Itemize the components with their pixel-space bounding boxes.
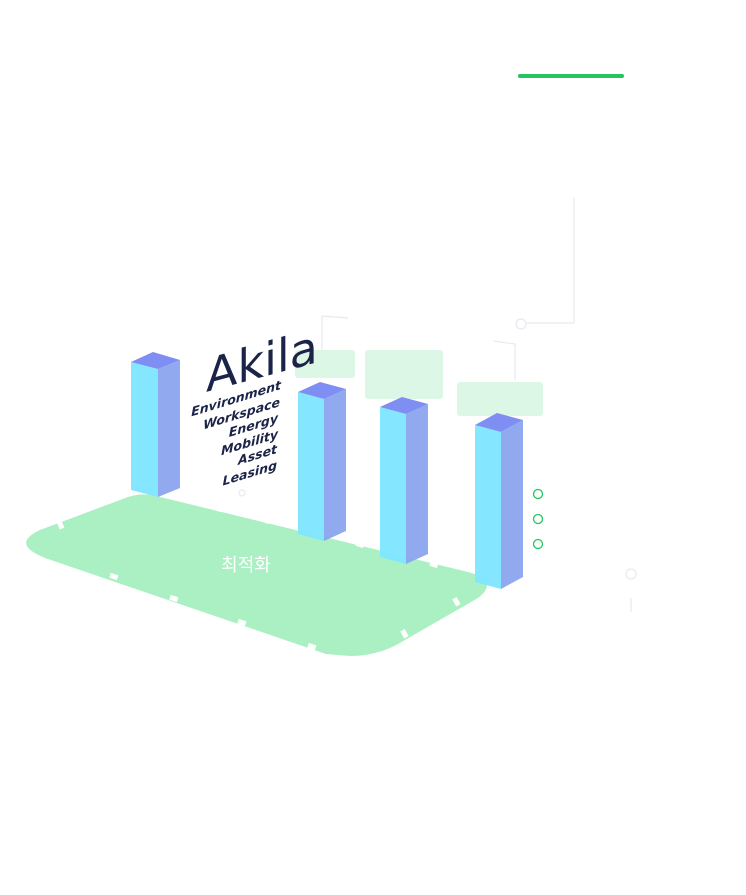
connector-node [625, 568, 637, 580]
legend-dot [532, 513, 544, 525]
accent-underline [518, 74, 624, 78]
base-notch [213, 504, 223, 513]
base-notch [355, 540, 365, 549]
base-notch [261, 516, 271, 525]
legend-dot [532, 488, 544, 500]
base-notch [109, 572, 119, 581]
pillar-side [406, 404, 428, 564]
connector-line [321, 315, 349, 350]
pillar-front [380, 407, 406, 564]
pillar [475, 413, 523, 589]
connector-lines [238, 198, 637, 612]
pillar-top [131, 352, 180, 369]
pillar-front [475, 425, 501, 589]
label-box [457, 382, 543, 416]
connector-node [515, 318, 527, 330]
label-box [365, 350, 443, 399]
base-notch [237, 618, 247, 627]
base-notch [429, 560, 439, 569]
base-notch [56, 520, 65, 530]
connector-line [527, 198, 575, 324]
pillar [380, 397, 428, 564]
base-platform [26, 494, 487, 656]
connector-line [492, 340, 516, 380]
pillar-side [324, 389, 346, 541]
pillar-top [380, 397, 428, 414]
brand-lines: EnvironmentWorkspaceEnergyMobilityAssetL… [191, 378, 282, 490]
legend-dot [532, 538, 544, 550]
base-notch [452, 597, 461, 607]
label-boxes [295, 350, 543, 416]
legend-dots [532, 488, 544, 550]
pillar-side [158, 360, 180, 497]
base-notches [56, 504, 461, 651]
base-notch [169, 594, 179, 603]
pillar-top [298, 382, 346, 399]
label-box [295, 350, 355, 378]
base-notch [400, 629, 409, 639]
base-label: 최적화 [221, 555, 271, 576]
pillar-front [131, 362, 158, 497]
pillar [298, 382, 346, 541]
base-notch [307, 642, 317, 651]
pillar-top [475, 413, 523, 432]
pillar-front [298, 392, 324, 541]
connector-node [238, 489, 246, 497]
pillar [131, 352, 180, 497]
pillar-side [501, 420, 523, 589]
